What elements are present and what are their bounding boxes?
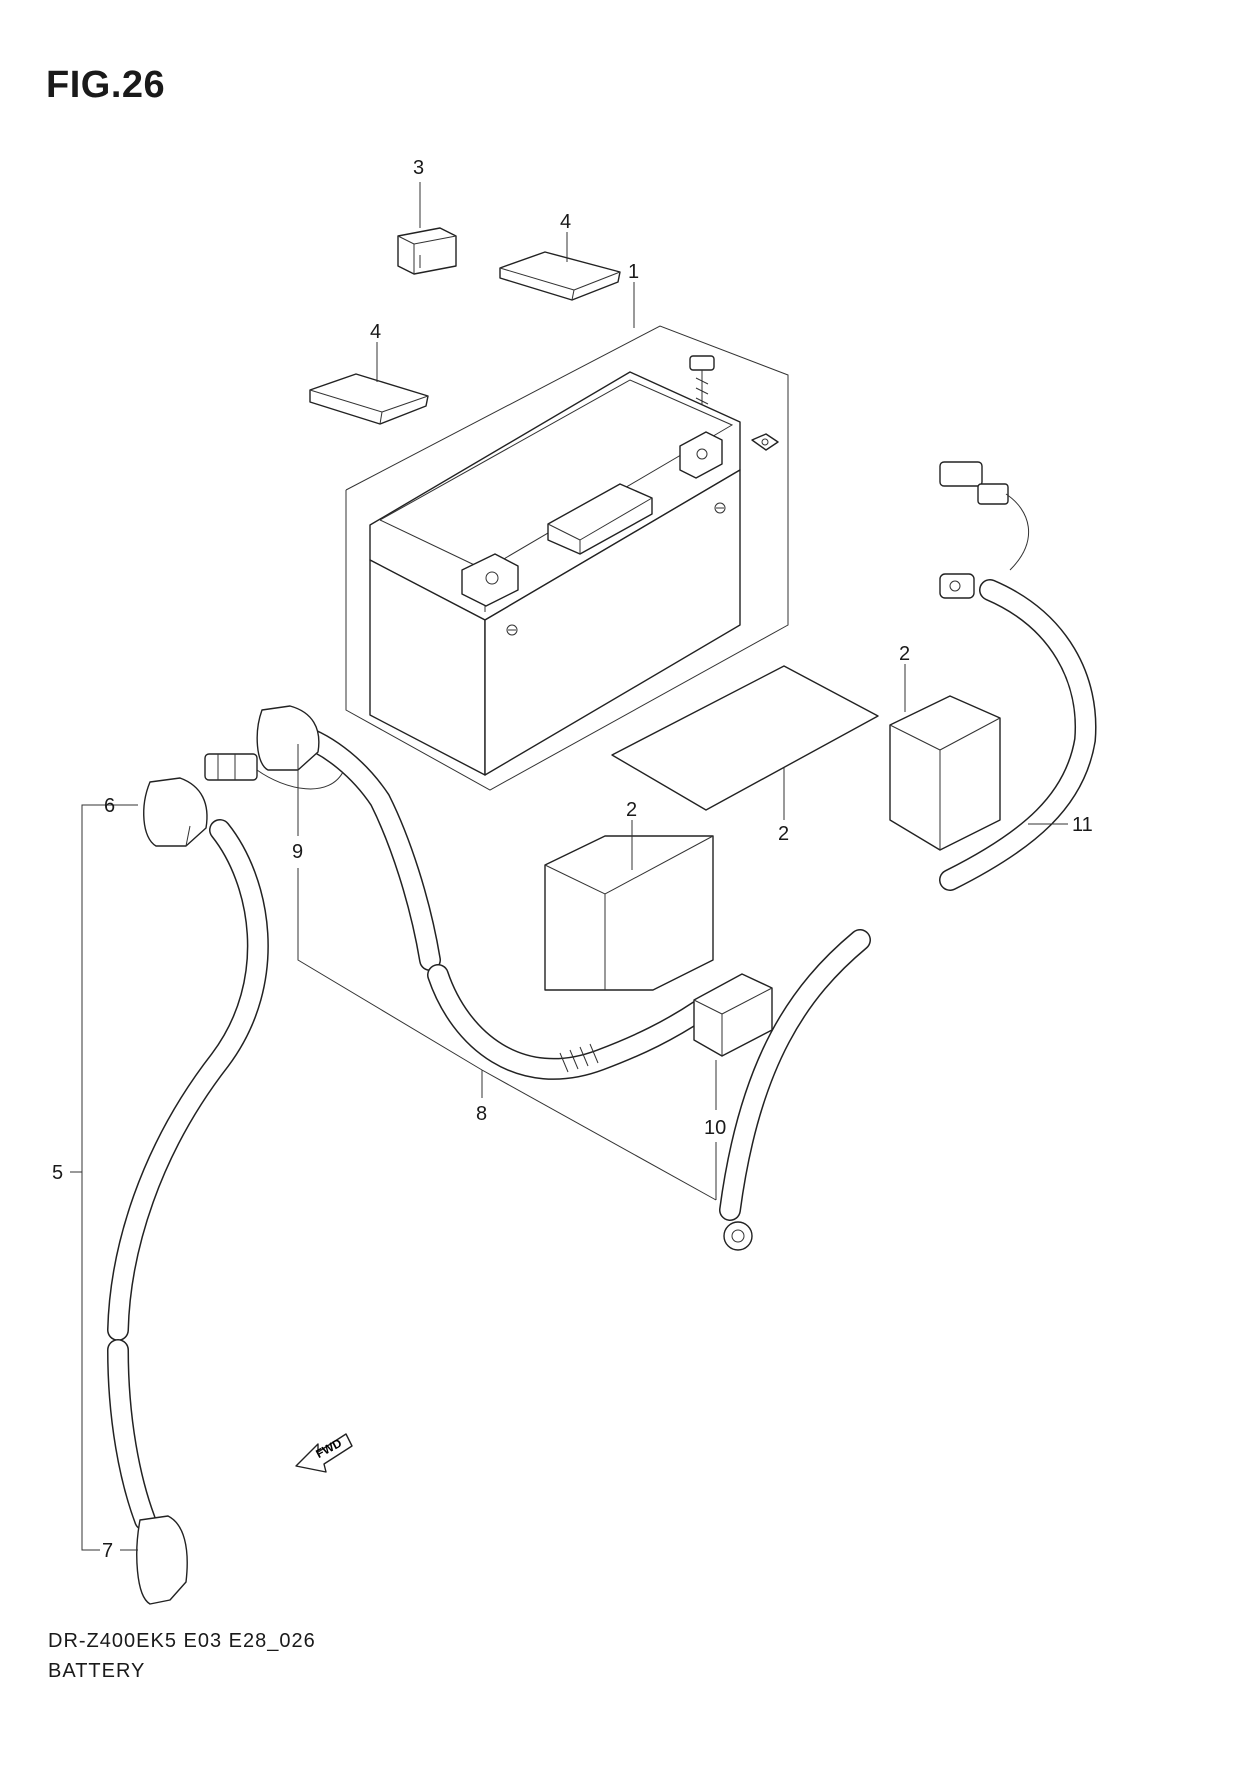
part-3-block [397,227,457,275]
callout-11: 11 [1072,814,1093,836]
part-9-connector [204,753,345,790]
callout-numbers: 3 4 1 4 2 2 2 11 6 5 7 9 8 10 [52,157,1093,1562]
callout-9: 9 [292,841,303,863]
callout-2-center-guard: 2 [626,799,637,821]
part-4-pad-lower [309,373,429,425]
callout-10: 10 [704,1117,726,1139]
part-7-boot [136,1515,188,1605]
fwd-arrow-icon: FWD [295,1433,353,1473]
callout-1: 1 [628,261,639,283]
part-4-pad-upper [499,251,621,301]
part-2-guard-right [889,695,1001,851]
section-name: BATTERY [48,1660,146,1682]
part-5-cable [107,819,269,1531]
part-8-cable [256,705,711,1080]
callout-2-right-guard: 2 [899,643,910,665]
figure-title: FIG.26 [46,64,166,106]
part-10-terminal-cover [693,973,773,1057]
callout-7: 7 [102,1540,113,1562]
part-11-ground-cable [719,461,1097,1251]
callout-3: 3 [413,157,424,179]
part-6-boot [143,777,208,847]
callout-2-flat-pad: 2 [778,823,789,845]
part-1-battery [345,325,789,791]
callout-4-upper: 4 [560,211,571,233]
leader-lines [70,182,1068,1551]
callout-5: 5 [52,1162,63,1184]
model-code: DR-Z400EK5 E03 E28_026 [48,1630,316,1652]
part-2-guard-center [544,835,714,991]
callout-4-lower: 4 [370,321,381,343]
callout-8: 8 [476,1103,487,1125]
part-2-flat-pad [611,665,879,811]
callout-6: 6 [104,795,115,817]
